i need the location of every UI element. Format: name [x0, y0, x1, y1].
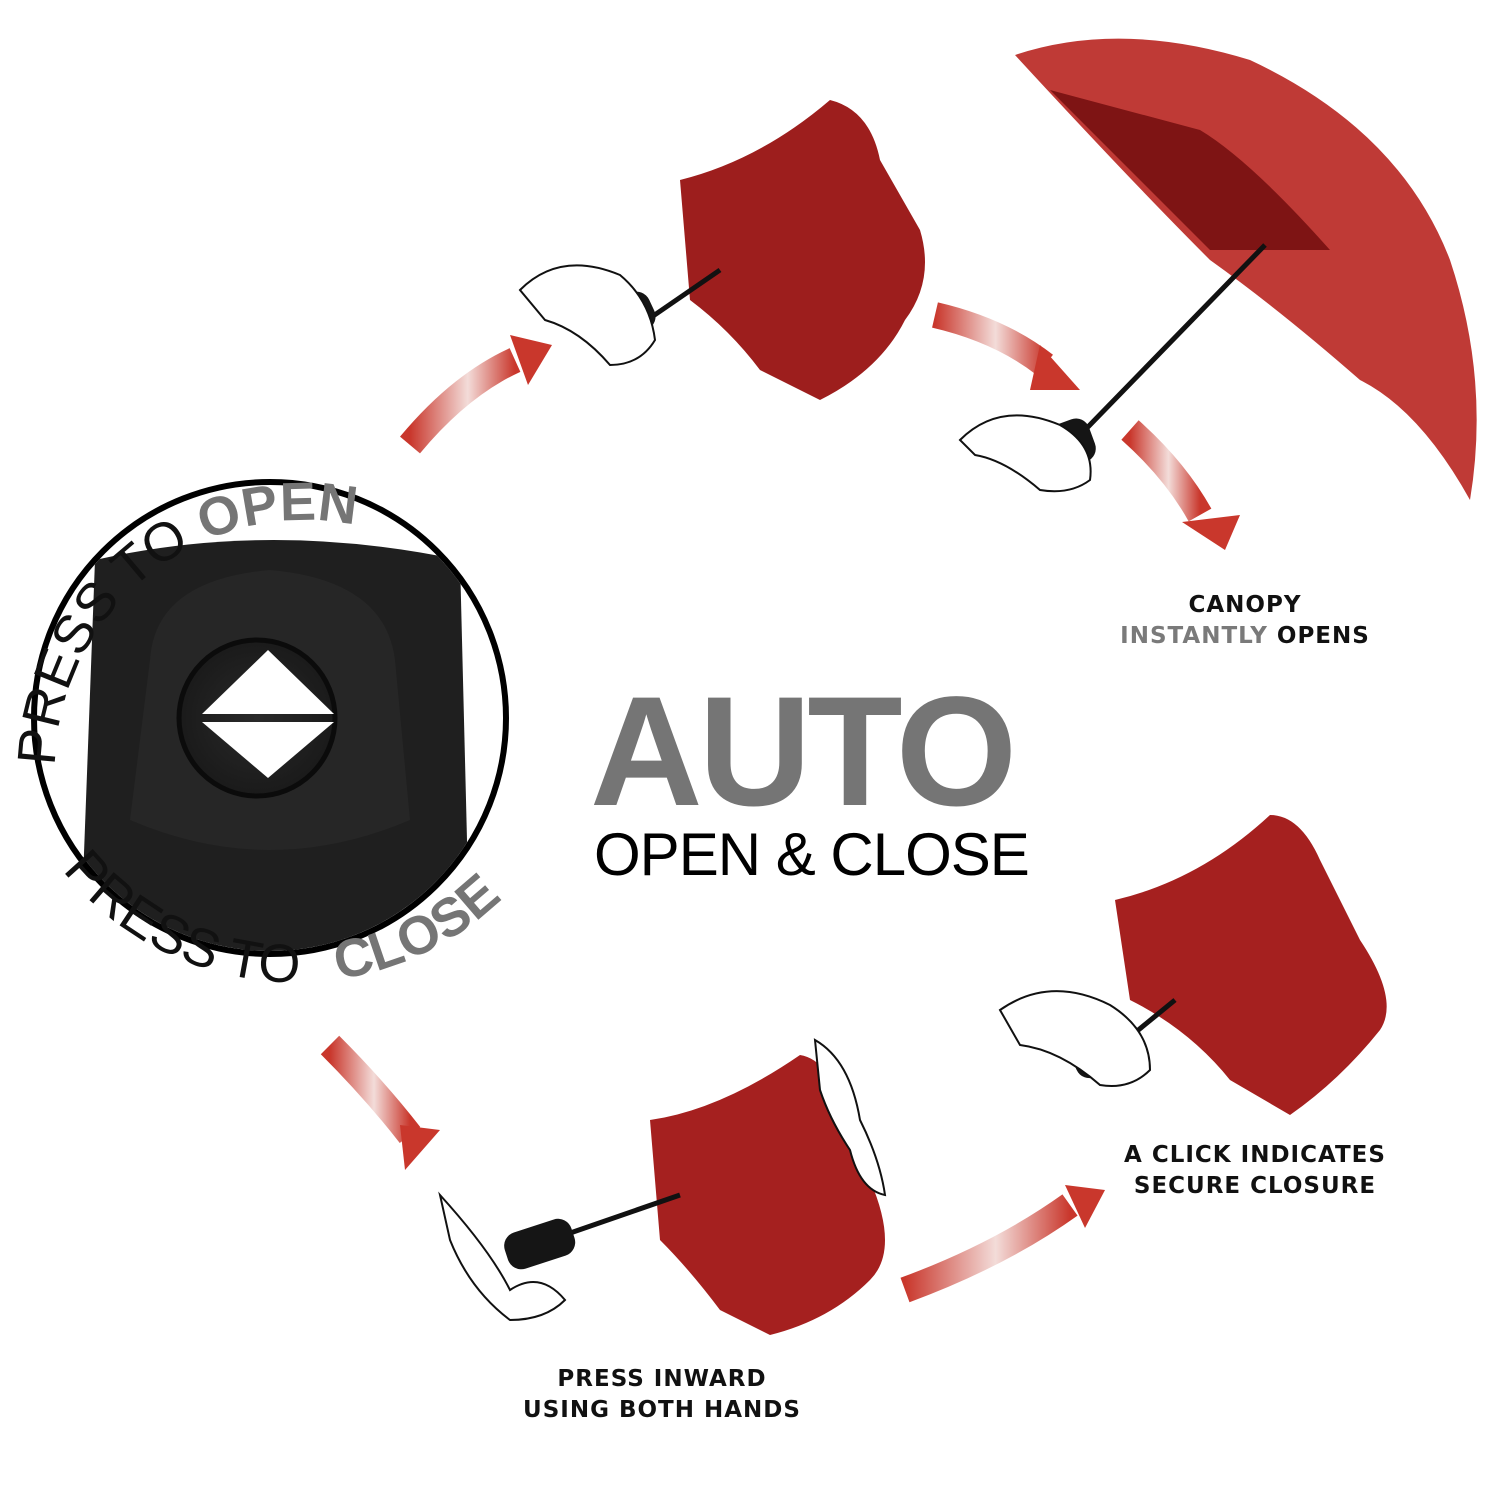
open-umbrella-step2 — [958, 38, 1477, 501]
arrowhead-icon — [400, 1125, 440, 1170]
hand-icon — [518, 264, 657, 367]
hand-icon — [813, 1038, 887, 1197]
arrowhead-icon — [1182, 515, 1240, 550]
hand-icon — [958, 414, 1092, 493]
title-auto: AUTO — [590, 665, 1017, 839]
caption-line: SECURE CLOSURE — [1133, 1173, 1377, 1199]
arrow-icon — [1121, 420, 1212, 522]
caption-rest: OPENS — [1267, 623, 1370, 649]
caption-line: PRESS INWARD — [557, 1366, 767, 1392]
arrow-icon — [900, 1194, 1078, 1303]
arrowhead-icon — [1030, 345, 1080, 390]
caption-line: USING BOTH HANDS — [523, 1397, 801, 1423]
closed-umbrella-step3 — [438, 1038, 887, 1335]
button-closeup: PRESS TO OPEN PRESS TO CLOSE — [7, 472, 511, 995]
caption-line: CANOPY — [1188, 592, 1302, 618]
arrow-icon — [400, 348, 521, 454]
hand-icon — [998, 990, 1152, 1087]
arrow-icon — [932, 302, 1053, 376]
caption-emphasis: INSTANTLY — [1120, 623, 1268, 649]
caption-line: A CLICK INDICATES — [1124, 1142, 1386, 1168]
arrowhead-icon — [1065, 1185, 1105, 1228]
caption-line: INSTANTLY OPENS — [1095, 621, 1395, 652]
arrowhead-icon — [510, 335, 552, 385]
title-open-close: OPEN & CLOSE — [594, 821, 1030, 888]
closed-umbrella-step1 — [518, 100, 925, 400]
closed-umbrella-step4 — [998, 815, 1387, 1115]
step-press-caption: PRESS INWARD USING BOTH HANDS — [507, 1364, 817, 1426]
arrow-icon — [320, 1035, 421, 1143]
step-open-caption: CANOPY INSTANTLY OPENS — [1095, 590, 1395, 652]
hand-icon — [438, 1191, 567, 1322]
step-close-caption: A CLICK INDICATES SECURE CLOSURE — [1100, 1140, 1410, 1202]
flow-arrows — [320, 302, 1240, 1303]
